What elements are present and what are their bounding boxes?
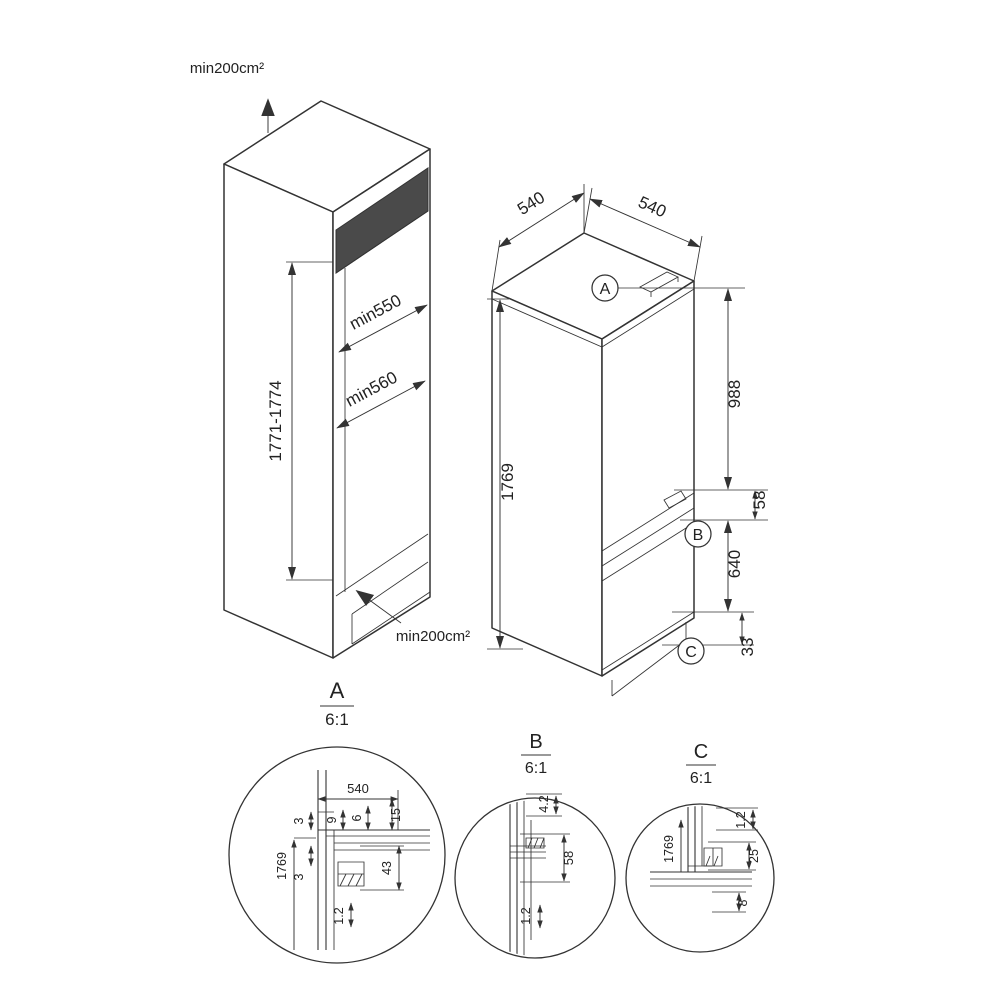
niche-view: min200cm² min200cm² 1771-1774 min550 min… xyxy=(190,60,470,659)
detail-c-dim8-label: 8 xyxy=(736,899,750,906)
detail-c-dimensions: 1769 1.2 25 8 xyxy=(662,807,761,913)
appliance-body xyxy=(491,232,695,697)
height-extension-lines xyxy=(487,298,523,650)
detail-a-width-label: 540 xyxy=(347,781,369,796)
detail-view-a: A 6:1 540 3 9 6 15 1769 3 43 xyxy=(228,678,446,964)
detail-marker-c-label: C xyxy=(685,644,697,661)
detail-b-dimensions: 4.2 58 1.2 xyxy=(519,793,576,929)
detail-a-dim15-label: 15 xyxy=(389,808,403,822)
niche-height-extension-lines xyxy=(286,261,333,581)
detail-b-dim42-label: 4.2 xyxy=(537,795,551,812)
detail-view-c: C 6:1 1769 1.2 25 8 xyxy=(625,741,775,953)
detail-markers: A B C xyxy=(591,274,712,665)
detail-a-scale: 6:1 xyxy=(325,710,349,729)
detail-a-dim6-label: 6 xyxy=(350,814,364,821)
appliance-top-hinge xyxy=(639,271,679,297)
detail-b-title: B 6:1 xyxy=(521,731,551,777)
detail-b-scale: 6:1 xyxy=(525,760,547,777)
detail-a-dim43-label: 43 xyxy=(380,861,394,875)
detail-a-dimensions: 540 3 9 6 15 1769 3 43 1.2 xyxy=(275,781,404,950)
detail-a-letter: A xyxy=(330,678,345,703)
detail-a-dim9-label: 9 xyxy=(325,816,339,823)
detail-b-gap-label: 1.2 xyxy=(519,907,533,924)
detail-b-bracket xyxy=(525,837,545,849)
detail-c-gap-label: 1.2 xyxy=(734,811,748,828)
detail-b-letter: B xyxy=(529,731,542,753)
vent-top-label: min200cm² xyxy=(190,60,264,77)
detail-a-circle xyxy=(228,746,446,964)
upper-section-label: 988 xyxy=(725,380,744,408)
detail-c-scale: 6:1 xyxy=(690,770,712,787)
detail-marker-a-label: A xyxy=(600,281,611,298)
detail-a-height-label: 1769 xyxy=(275,852,289,880)
niche-height-label: 1771-1774 xyxy=(266,380,285,461)
niche-depth-upper-dim-line xyxy=(338,304,428,353)
detail-c-title: C 6:1 xyxy=(686,741,716,787)
niche-interior-lines xyxy=(335,210,431,645)
detail-view-b: B 6:1 4.2 58 1.2 xyxy=(454,731,616,959)
detail-c-dim25-label: 25 xyxy=(747,849,761,863)
detail-b-drawing xyxy=(509,800,546,956)
vent-bottom-arrow-icon xyxy=(355,589,402,624)
lower-section-label: 640 xyxy=(725,550,744,578)
appliance-right-dimension-chain: 988 58 640 33 xyxy=(618,287,769,657)
detail-c-letter: C xyxy=(694,741,708,763)
detail-marker-a-circle xyxy=(591,274,619,302)
appliance-front-face xyxy=(601,280,695,677)
detail-marker-b-circle xyxy=(684,520,712,548)
detail-a-title: A 6:1 xyxy=(320,678,354,729)
detail-a-gap-label: 1.2 xyxy=(332,907,346,924)
hinge-gap-label: 58 xyxy=(750,491,769,510)
detail-a-bracket xyxy=(337,861,365,887)
width-dim-line xyxy=(498,192,585,248)
niche-depth-lower-dim-line xyxy=(336,380,426,429)
appliance-plinth-lines xyxy=(601,611,695,697)
detail-a-dim3-top-label: 3 xyxy=(292,817,306,824)
detail-c-drawing xyxy=(650,806,752,887)
detail-marker-c-circle xyxy=(677,637,705,665)
appliance-top-edge-line xyxy=(491,288,695,348)
niche-height-dimension: 1771-1774 xyxy=(266,261,333,581)
niche-cabinet-body xyxy=(223,100,431,659)
niche-vent-bottom: min200cm² xyxy=(355,589,470,645)
right-extension-lines xyxy=(618,287,768,646)
vent-bottom-label: min200cm² xyxy=(396,628,470,645)
detail-c-bracket xyxy=(703,847,723,867)
appliance-height-label: 1769 xyxy=(498,463,517,501)
appliance-height-dimension: 1769 xyxy=(487,298,523,650)
appliance-view: 540 540 1769 988 58 640 33 A B xyxy=(487,184,769,697)
depth-dim-line xyxy=(589,198,701,248)
detail-marker-b-label: B xyxy=(693,527,704,544)
detail-c-circle xyxy=(625,803,775,953)
appliance-mid-hinge xyxy=(663,490,687,509)
detail-b-dim58-label: 58 xyxy=(561,851,576,865)
detail-c-height-label: 1769 xyxy=(662,835,676,863)
detail-b-circle xyxy=(454,797,616,959)
detail-a-dim3-side-label: 3 xyxy=(292,873,306,880)
plinth-label: 33 xyxy=(738,638,757,657)
niche-vent-top: min200cm² xyxy=(190,60,275,133)
